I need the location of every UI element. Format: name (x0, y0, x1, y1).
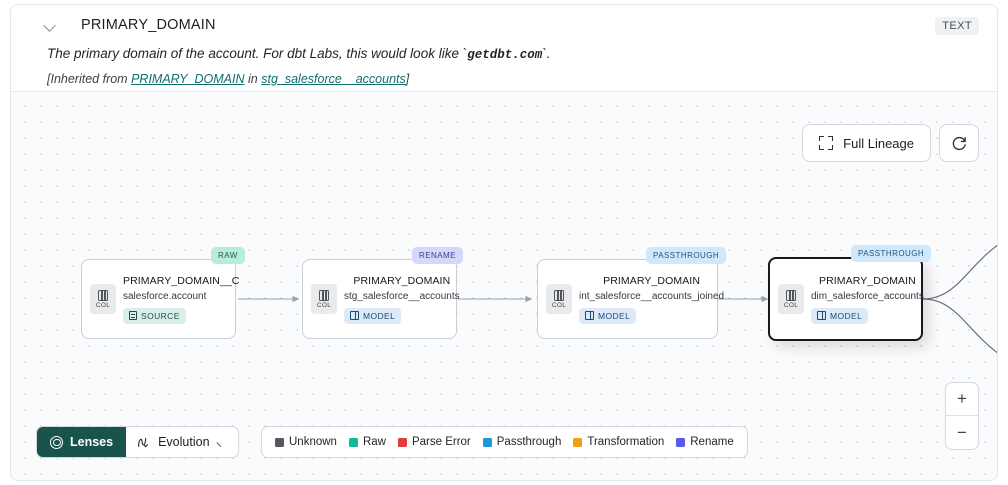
node-transform-tag: RAW (211, 247, 245, 264)
aperture-icon (50, 435, 63, 449)
expand-icon (819, 136, 834, 150)
legend-item: Raw (348, 436, 386, 448)
table-icon (129, 311, 137, 320)
lineage-node[interactable]: COL PRIMARY_DOMAIN stg_salesforce__accou… (302, 259, 460, 339)
column-icon (319, 289, 329, 301)
legend-swatch (348, 437, 358, 447)
node-column-name: PRIMARY_DOMAIN (818, 274, 916, 287)
legend-swatch (573, 437, 583, 447)
description-code: getdbt.com (467, 48, 543, 62)
full-lineage-button[interactable]: Full Lineage (802, 124, 931, 162)
node-table-name: dim_salesforce_accounts (811, 290, 924, 302)
column-icon (786, 289, 796, 301)
page-title: PRIMARY_DOMAIN (81, 17, 216, 33)
lineage-node[interactable]: COL PRIMARY_DOMAIN int_salesforce__accou… (537, 259, 724, 339)
column-chip: COL (90, 284, 116, 314)
node-table-name: stg_salesforce__accounts (344, 290, 460, 302)
node-transform-tag: PASSTHROUGH (646, 247, 727, 264)
legend-label: Raw (362, 436, 386, 448)
node-kind-label: SOURCE (141, 310, 180, 321)
column-chip-label: COL (551, 301, 567, 309)
legend-swatch (676, 437, 686, 447)
column-icon (98, 289, 108, 301)
legend-label: Unknown (289, 436, 337, 448)
column-chip-label: COL (783, 301, 799, 309)
node-kind-label: MODEL (598, 310, 631, 321)
description-text-end: `. (542, 46, 551, 61)
lenses-button[interactable]: Lenses (37, 427, 127, 457)
legend: Unknown Raw Parse Error Passthrough Tran… (261, 426, 748, 458)
canvas-toolbar: Full Lineage (802, 124, 979, 162)
refresh-button[interactable] (939, 124, 979, 162)
chevron-down-icon[interactable] (43, 18, 57, 32)
zoom-controls: + − (945, 382, 979, 450)
column-chip: COL (546, 284, 572, 314)
node-table-name: int_salesforce__accounts_joined (579, 290, 725, 302)
column-chip-label: COL (95, 301, 111, 309)
inherited-model-link[interactable]: stg_salesforce__accounts (261, 71, 406, 86)
lineage-canvas[interactable]: COL PRIMARY_DOMAIN__C salesforce.account… (11, 91, 997, 480)
node-transform-tag: PASSTHROUGH (851, 245, 932, 262)
zoom-in-button[interactable]: + (946, 383, 978, 416)
lenses-label: Lenses (70, 435, 114, 449)
column-type-badge: TEXT (935, 17, 979, 35)
legend-label: Passthrough (496, 436, 562, 448)
legend-swatch (275, 437, 284, 447)
node-kind-label: MODEL (830, 310, 863, 321)
legend-item: Parse Error (397, 436, 471, 448)
legend-item: Rename (676, 436, 734, 448)
refresh-icon (952, 136, 966, 150)
column-lineage-panel: PRIMARY_DOMAIN TEXT The primary domain o… (10, 4, 998, 481)
lineage-edges (238, 244, 997, 354)
cube-icon (817, 311, 826, 320)
evolution-path-icon (138, 437, 149, 448)
legend-item: Passthrough (482, 436, 562, 448)
legend-swatch (397, 437, 407, 447)
lens-control-group: Lenses Evolution (36, 426, 239, 458)
legend-label: Rename (690, 436, 734, 448)
node-column-name: PRIMARY_DOMAIN (603, 274, 700, 287)
column-description: The primary domain of the account. For d… (47, 45, 979, 64)
node-kind-badge: MODEL (344, 307, 402, 324)
inherited-mid: in (244, 71, 262, 86)
edge-out-bottom (922, 298, 997, 354)
full-lineage-label: Full Lineage (843, 135, 914, 151)
lineage-node[interactable]: COL PRIMARY_DOMAIN__C salesforce.account… (81, 259, 240, 339)
legend-swatch (482, 437, 492, 447)
node-table-name: salesforce.account (123, 290, 207, 302)
inherited-from-note: [Inherited from PRIMARY_DOMAIN in stg_sa… (47, 72, 979, 86)
node-transform-tag: RENAME (412, 247, 463, 264)
lineage-node-selected[interactable]: COL PRIMARY_DOMAIN dim_salesforce_accoun… (768, 257, 924, 341)
node-column-name: PRIMARY_DOMAIN (353, 274, 451, 287)
evolution-dropdown[interactable]: Evolution (126, 427, 237, 457)
inherited-suffix: ] (405, 71, 410, 86)
chevron-down-icon (218, 438, 227, 447)
panel-header: PRIMARY_DOMAIN TEXT The primary domain o… (11, 5, 997, 91)
legend-label: Transformation (587, 436, 665, 448)
cube-icon (350, 311, 359, 320)
column-icon (554, 289, 564, 301)
edge-out-top (922, 244, 997, 300)
inherited-column-link[interactable]: PRIMARY_DOMAIN (131, 71, 245, 86)
legend-item: Unknown (275, 436, 337, 448)
evolution-label: Evolution (158, 435, 210, 449)
legend-item: Transformation (573, 436, 664, 448)
cube-icon (585, 311, 594, 320)
inherited-prefix: [Inherited from (47, 71, 132, 86)
node-kind-badge: SOURCE (123, 307, 186, 324)
description-text: The primary domain of the account. For d… (47, 46, 468, 61)
node-column-name: PRIMARY_DOMAIN__C (123, 274, 240, 287)
column-chip: COL (778, 284, 804, 314)
node-kind-badge: MODEL (579, 307, 637, 324)
node-kind-badge: MODEL (811, 307, 869, 324)
column-chip: COL (311, 284, 337, 314)
node-kind-label: MODEL (363, 310, 396, 321)
legend-label: Parse Error (411, 436, 471, 448)
column-chip-label: COL (316, 301, 332, 309)
zoom-out-button[interactable]: − (957, 422, 967, 442)
